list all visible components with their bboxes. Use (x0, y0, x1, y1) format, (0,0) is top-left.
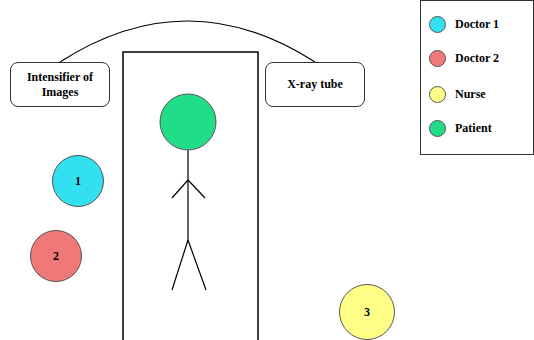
staff-circle: 1 (52, 155, 104, 207)
box-label: X-ray tube (287, 77, 343, 91)
device-box: X-ray tube (265, 62, 365, 107)
device-box: Intensifier of Images (10, 62, 110, 107)
staff-circle: 2 (30, 230, 82, 282)
patient-figure (172, 150, 206, 290)
callout-number: 2 (53, 249, 59, 264)
patient-head (160, 94, 216, 150)
staff-circle: 3 (339, 284, 395, 340)
legend-row: Doctor 1 (429, 14, 499, 34)
legend-swatch (429, 16, 446, 33)
legend-row: Nurse (429, 84, 486, 104)
legend-text: Nurse (455, 87, 486, 102)
legend-row: Doctor 2 (429, 48, 499, 68)
connector-arc (60, 21, 315, 62)
callout-number: 1 (75, 174, 81, 189)
legend-text: Doctor 1 (455, 17, 499, 32)
legend-text: Patient (455, 121, 492, 136)
legend-swatch (429, 120, 446, 137)
box-label: Intensifier of Images (17, 70, 103, 99)
operating-table (123, 52, 258, 340)
legend-row: Patient (429, 118, 492, 138)
legend: Doctor 1 Doctor 2 NursePatient (420, 0, 534, 155)
legend-text: Doctor 2 (455, 51, 499, 66)
legend-swatch (429, 86, 446, 103)
legend-swatch (429, 50, 446, 67)
callout-number: 3 (364, 305, 370, 320)
